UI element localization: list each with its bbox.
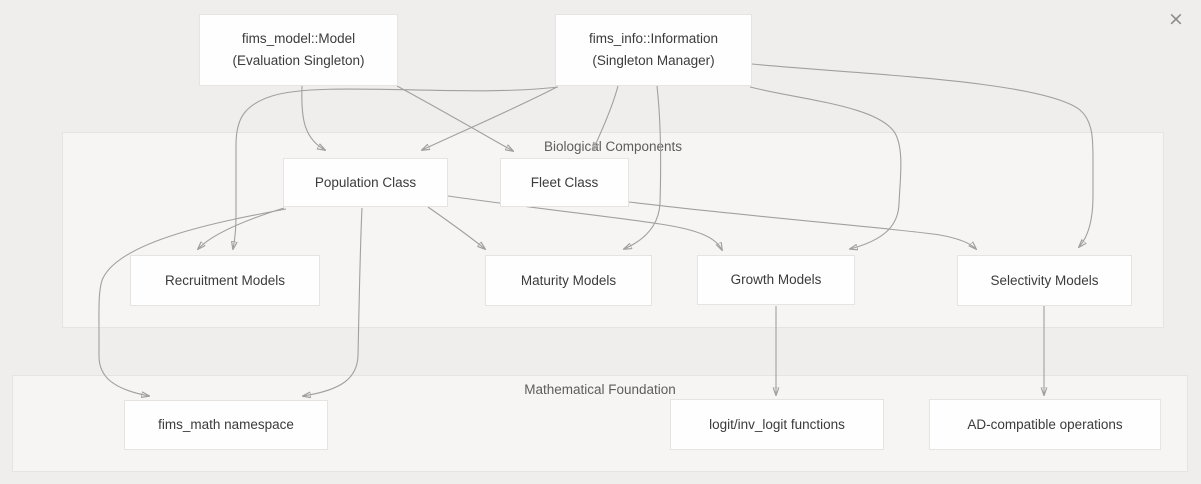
edge-population-recruitment	[198, 207, 285, 249]
edge-population-fims-math-left	[98, 208, 287, 396]
section-label-mathematical: Mathematical Foundation	[524, 382, 676, 397]
node-selectivity-models: Selectivity Models	[957, 255, 1132, 306]
close-icon[interactable]: ×	[1168, 8, 1184, 30]
node-fims-model: fims_model::Model (Evaluation Singleton)	[199, 14, 398, 86]
edge-fleet-selectivity	[628, 201, 976, 249]
edge-info-population	[422, 86, 558, 150]
node-fims-info: fims_info::Information (Singleton Manage…	[555, 14, 752, 86]
edge-info-recruitment	[233, 86, 559, 249]
edge-model-fleet	[396, 85, 513, 151]
node-ad-compatible-operations: AD-compatible operations	[929, 399, 1161, 450]
node-logit-functions: logit/inv_logit functions	[670, 399, 884, 450]
node-maturity-models: Maturity Models	[485, 255, 652, 306]
node-recruitment-models: Recruitment Models	[130, 255, 320, 306]
node-fims-math-namespace: fims_math namespace	[124, 400, 328, 450]
section-label-biological: Biological Components	[543, 139, 683, 154]
edge-info-fleet	[593, 85, 619, 150]
node-fims-info-line1: fims_info::Information	[588, 31, 719, 46]
node-population-class: Population Class	[283, 158, 448, 207]
edge-info-growth	[749, 86, 902, 249]
node-growth-models: Growth Models	[697, 255, 855, 305]
edge-population-maturity	[427, 206, 485, 249]
edge-info-selectivity	[751, 63, 1094, 247]
edge-info-maturity	[624, 85, 662, 249]
edge-population-fims-math-center	[303, 207, 363, 396]
edge-model-population	[301, 85, 325, 150]
node-fims-info-line2: (Singleton Manager)	[592, 53, 715, 68]
node-fims-model-line1: fims_model::Model	[241, 31, 356, 46]
node-fims-model-line2: (Evaluation Singleton)	[232, 53, 365, 68]
node-fleet-class: Fleet Class	[500, 158, 629, 207]
